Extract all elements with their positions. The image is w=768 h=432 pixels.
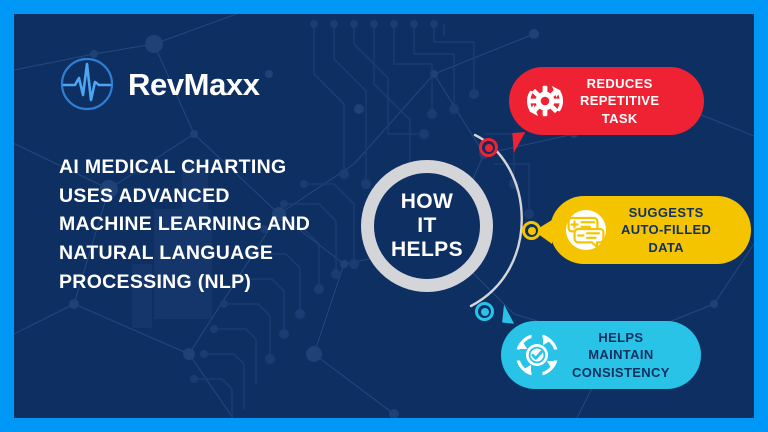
brand-name: RevMaxx bbox=[128, 66, 260, 102]
center-line-2: IT bbox=[417, 214, 437, 238]
callout-helps-maintain-consistency[interactable]: HELPS MAINTAIN CONSISTENCY bbox=[501, 304, 701, 389]
node-dot-suggests bbox=[522, 221, 541, 240]
callout-label: SUGGESTS AUTO-FILLED DATA bbox=[621, 205, 712, 255]
callout-tail bbox=[512, 131, 543, 153]
callout-label: REDUCES REPETITIVE TASK bbox=[580, 76, 660, 126]
headline-text: AI MEDICAL CHARTING USES ADVANCED MACHIN… bbox=[59, 156, 311, 293]
center-line-1: HOW bbox=[400, 190, 454, 214]
node-dot-helps bbox=[475, 302, 494, 321]
callout-tail bbox=[502, 304, 532, 326]
chat-bubbles-autofill-icon bbox=[566, 210, 606, 250]
node-dot-reduces bbox=[479, 138, 498, 157]
slide-panel: RevMaxx AI MEDICAL CHARTING USES ADVANCE… bbox=[14, 14, 754, 418]
heartbeat-pulse-circle-icon bbox=[60, 57, 114, 111]
center-hub: HOW IT HELPS bbox=[361, 160, 493, 292]
gear-refresh-icon bbox=[526, 85, 564, 117]
brand-logo: RevMaxx bbox=[59, 56, 260, 112]
callout-reduces-repetitive-task[interactable]: REDUCES REPETITIVE TASK bbox=[509, 67, 704, 153]
center-line-3: HELPS bbox=[390, 237, 463, 261]
callout-label: HELPS MAINTAIN CONSISTENCY bbox=[572, 330, 670, 380]
callout-suggests-auto-filled-data[interactable]: SUGGESTS AUTO-FILLED DATA bbox=[534, 196, 751, 264]
center-label: HOW IT HELPS bbox=[361, 160, 493, 292]
check-circular-arrows-icon bbox=[514, 332, 560, 378]
